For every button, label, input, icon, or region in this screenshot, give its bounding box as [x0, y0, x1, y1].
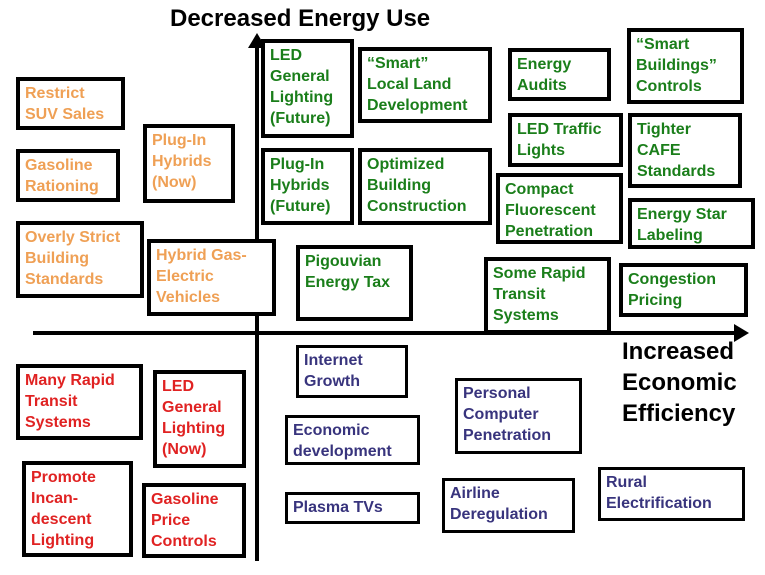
box-rural-electrification: Rural Electrification [598, 467, 745, 521]
box-airline-deregulation: Airline Deregulation [442, 478, 575, 533]
box-smart-local-land-development: “Smart” Local Land Development [358, 47, 492, 123]
box-led-general-lighting-future: LED General Lighting (Future) [261, 39, 354, 138]
box-gasoline-price-controls: Gasoline Price Controls [142, 483, 246, 558]
box-compact-fluorescent-penetration: Compact Fluorescent Penetration [496, 173, 623, 244]
box-promote-incandescent-lighting: Promote Incan- descent Lighting [22, 461, 133, 557]
box-personal-computer-penetration: Personal Computer Penetration [455, 378, 582, 454]
y-axis-title: Decreased Energy Use [170, 5, 431, 32]
box-tighter-cafe-standards: Tighter CAFE Standards [628, 113, 742, 188]
box-pigouvian-energy-tax: Pigouvian Energy Tax [296, 245, 413, 321]
box-restrict-suv-sales: Restrict SUV Sales [16, 77, 125, 130]
box-overly-strict-building-standards: Overly Strict Building Standards [16, 221, 144, 298]
box-hybrid-gas-electric-vehicles: Hybrid Gas- Electric Vehicles [147, 239, 276, 316]
box-congestion-pricing: Congestion Pricing [619, 263, 748, 317]
box-plasma-tvs: Plasma TVs [285, 492, 420, 524]
box-internet-growth: Internet Growth [296, 345, 408, 398]
box-energy-audits: Energy Audits [508, 48, 611, 101]
box-energy-star-labeling: Energy Star Labeling [628, 198, 755, 249]
x-axis-arrowhead-icon [734, 324, 749, 342]
x-axis-line [33, 331, 737, 335]
box-gasoline-rationing: Gasoline Rationing [16, 149, 120, 202]
box-plug-in-hybrids-future: Plug-In Hybrids (Future) [261, 148, 354, 225]
box-optimized-building-construction: Optimized Building Construction [358, 148, 492, 225]
box-plug-in-hybrids-now: Plug-In Hybrids (Now) [143, 124, 235, 203]
box-some-rapid-transit-systems: Some Rapid Transit Systems [484, 257, 611, 334]
box-many-rapid-transit-systems: Many Rapid Transit Systems [16, 364, 143, 440]
box-led-traffic-lights: LED Traffic Lights [508, 113, 623, 167]
box-led-general-lighting-now: LED General Lighting (Now) [153, 370, 246, 468]
x-axis-label: Increased Economic Efficiency [622, 338, 737, 427]
box-economic-development: Economic development [285, 415, 420, 465]
box-smart-buildings-controls: “Smart Buildings” Controls [627, 28, 744, 104]
